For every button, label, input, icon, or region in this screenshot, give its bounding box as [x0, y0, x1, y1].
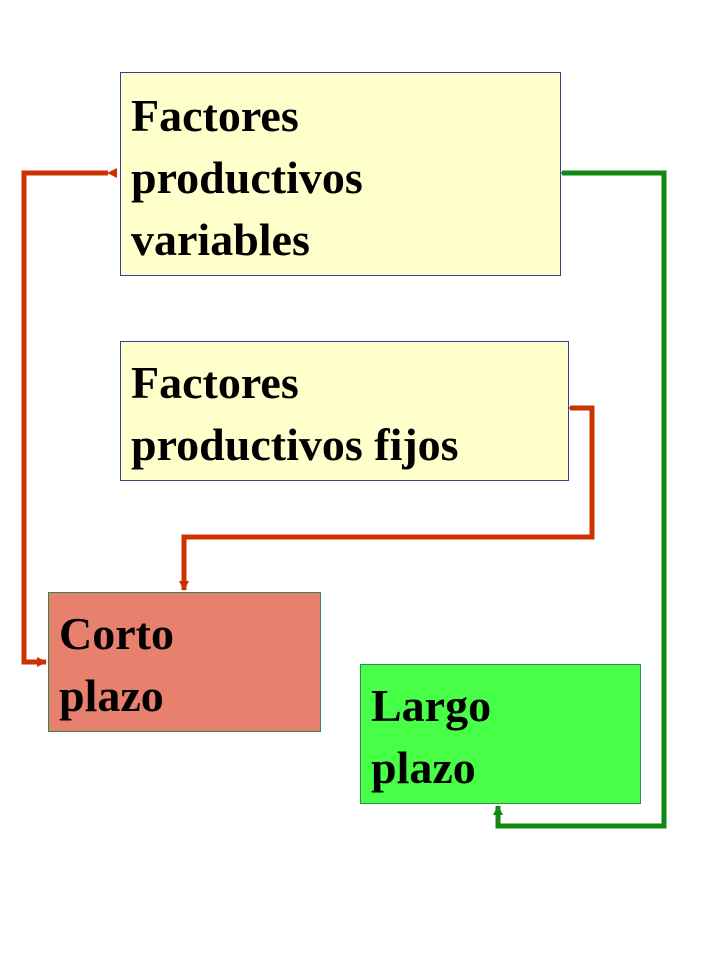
fixed-factors-box: Factores productivos fijos — [120, 341, 569, 481]
long-term-line-1: Largo — [371, 680, 492, 731]
fixed-factors-line-2: productivos fijos — [131, 419, 459, 470]
short-term-line-1: Corto — [59, 608, 174, 659]
fixed-factors-line-1: Factores — [131, 357, 299, 408]
arrow-fixed-to-short — [179, 403, 595, 591]
variable-factors-line-3: variables — [131, 214, 310, 265]
arrow-short-to-variable — [21, 168, 117, 667]
variable-factors-line-2: productivos — [131, 152, 363, 203]
variable-factors-box: Factores productivos variables — [120, 72, 561, 276]
short-term-box: Corto plazo — [48, 592, 321, 732]
arrow-long-to-variable — [493, 168, 667, 829]
short-term-line-2: plazo — [59, 670, 164, 721]
variable-factors-line-1: Factores — [131, 90, 299, 141]
long-term-box: Largo plazo — [360, 664, 641, 804]
long-term-line-2: plazo — [371, 742, 476, 793]
